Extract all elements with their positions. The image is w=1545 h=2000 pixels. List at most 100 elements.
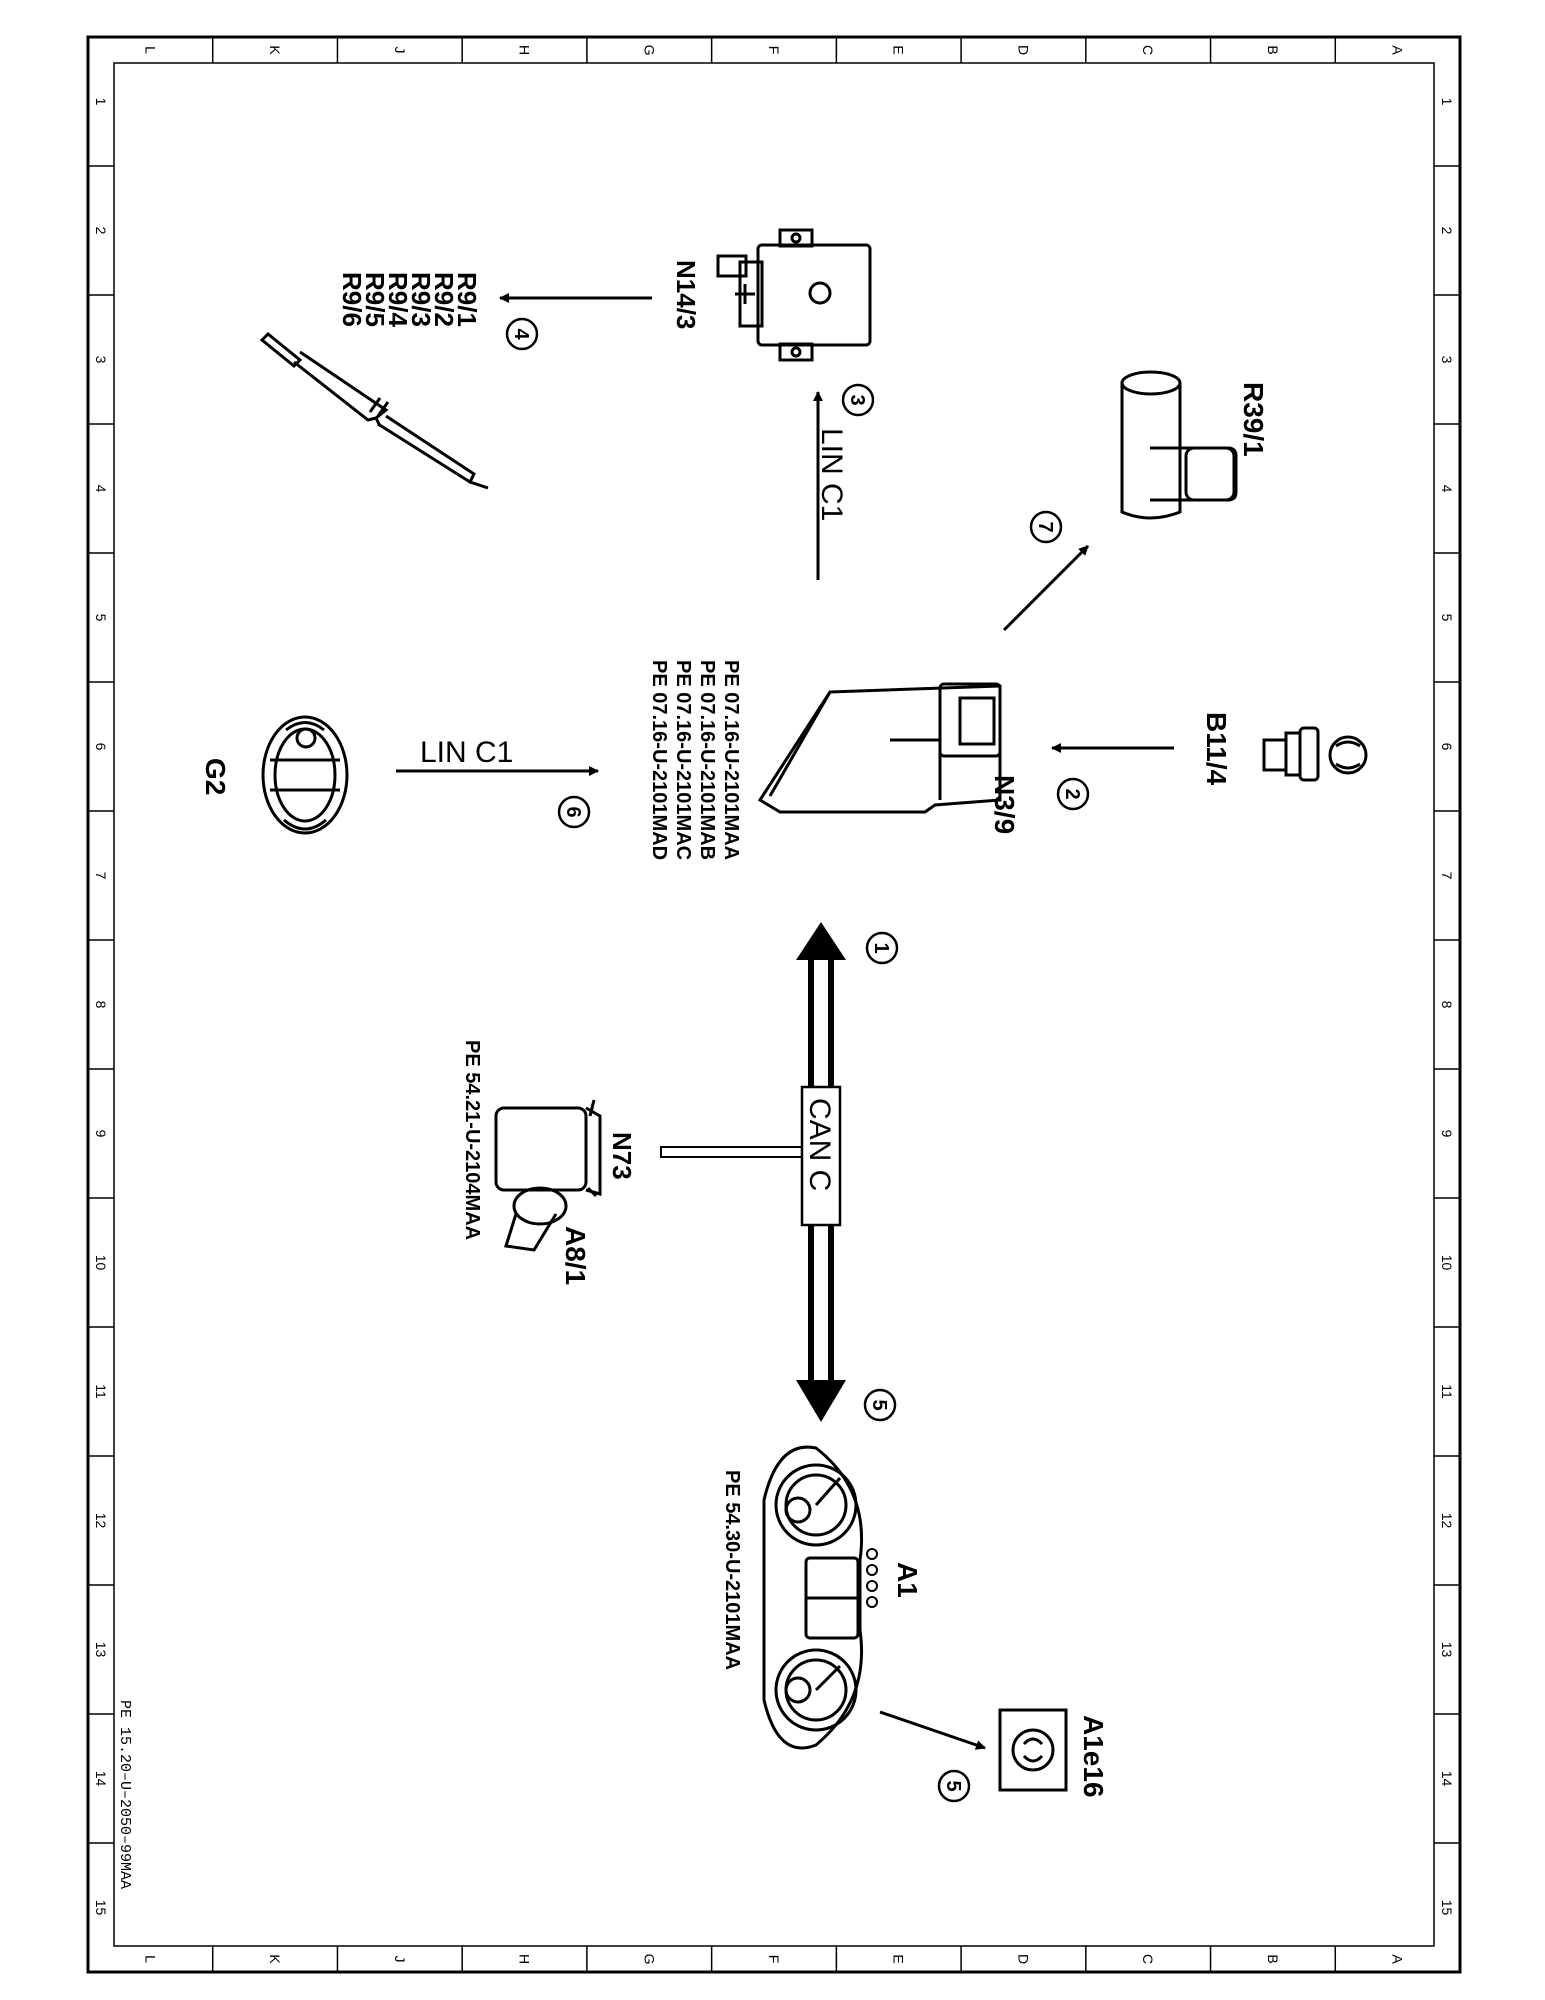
column-label: K bbox=[267, 45, 283, 55]
n3-9-label: N3/9 bbox=[989, 775, 1020, 834]
row-label: 2 bbox=[1439, 227, 1455, 235]
column-label: H bbox=[517, 1954, 533, 1964]
n14-3-component bbox=[716, 228, 872, 362]
can-c-bus bbox=[660, 922, 846, 1422]
r39-1-component bbox=[1120, 370, 1238, 520]
row-label: 7 bbox=[93, 872, 109, 880]
row-label: 6 bbox=[93, 743, 109, 751]
a8-1-label: A8/1 bbox=[560, 1226, 591, 1285]
column-label: C bbox=[1140, 1954, 1156, 1964]
b11-4-label: B11/4 bbox=[1201, 712, 1232, 786]
row-label: 12 bbox=[93, 1513, 109, 1529]
marker-3-text: 3 bbox=[846, 394, 868, 405]
row-label: 3 bbox=[1439, 356, 1455, 364]
marker-6: 6 bbox=[557, 795, 591, 829]
column-label: C bbox=[1140, 45, 1156, 55]
grid-ticks bbox=[88, 37, 1460, 1972]
glow-plug-label: R9/6 bbox=[337, 272, 367, 327]
g2-label: G2 bbox=[200, 758, 231, 795]
column-label: F bbox=[766, 46, 782, 55]
pe-reference: PE 07.16-U-2101MAD bbox=[648, 660, 670, 860]
a1-label: A1 bbox=[892, 1562, 923, 1598]
marker-1: 1 bbox=[865, 931, 899, 965]
drawing-frame bbox=[86, 35, 1462, 1974]
pe-reference: PE 07.16-U-2101MAB bbox=[696, 660, 718, 860]
arrow-a1-to-a1e16 bbox=[879, 1710, 986, 1750]
column-label: K bbox=[267, 1954, 283, 1964]
row-label: 8 bbox=[1439, 1001, 1455, 1009]
row-label: 4 bbox=[93, 485, 109, 493]
row-label: 14 bbox=[1439, 1771, 1455, 1787]
column-label: D bbox=[1015, 1954, 1031, 1964]
document-id: PE 15.20–U–2050–99MAA bbox=[116, 1700, 133, 1889]
pe-reference-a8-1: PE 54.21-U-2104MAA bbox=[461, 1040, 483, 1240]
row-label: 8 bbox=[93, 1001, 109, 1009]
row-label: 15 bbox=[1439, 1900, 1455, 1916]
glow-plug-label: R9/3 bbox=[406, 272, 436, 327]
column-label: L bbox=[142, 1955, 158, 1963]
row-label: 9 bbox=[93, 1130, 109, 1138]
row-label: 1 bbox=[1439, 98, 1455, 106]
marker-2-text: 2 bbox=[1061, 788, 1083, 799]
glow-plug-label: R9/5 bbox=[360, 272, 390, 327]
a8-1-component bbox=[494, 1099, 602, 1252]
marker-4: 4 bbox=[505, 317, 539, 351]
can-bus-arrowhead-down bbox=[796, 1380, 846, 1422]
column-label: B bbox=[1265, 45, 1281, 54]
column-label: H bbox=[517, 45, 533, 55]
r39-1-label: R39/1 bbox=[1238, 382, 1269, 457]
row-label: 9 bbox=[1439, 1130, 1455, 1138]
row-label: 2 bbox=[93, 227, 109, 235]
row-label: 5 bbox=[93, 614, 109, 622]
column-label: G bbox=[641, 45, 657, 56]
marker-5-lower: 5 bbox=[937, 1769, 971, 1803]
column-label: B bbox=[1265, 1954, 1281, 1963]
lin-c1-bus-label-left: LIN C1 bbox=[420, 736, 513, 769]
column-label: A bbox=[1390, 45, 1406, 55]
row-label: 4 bbox=[1439, 485, 1455, 493]
lin-c1-bus-label-top: LIN C1 bbox=[815, 428, 848, 521]
n14-3-label: N14/3 bbox=[671, 260, 701, 329]
marker-1-text: 1 bbox=[870, 942, 892, 953]
n73-label: N73 bbox=[607, 1132, 637, 1180]
n3-9-component bbox=[757, 682, 1002, 814]
row-label: 7 bbox=[1439, 872, 1455, 880]
column-label: D bbox=[1015, 45, 1031, 55]
a1e16-label: A1e16 bbox=[1078, 1715, 1109, 1798]
marker-7-text: 7 bbox=[1034, 521, 1056, 532]
column-label: E bbox=[891, 45, 907, 54]
pe-reference: PE 07.16-U-2101MAA bbox=[720, 660, 742, 860]
glow-plug-labels: R9/1 R9/2 R9/3 R9/4 R9/5 R9/6 bbox=[337, 272, 482, 327]
can-c-bus-label: CAN C bbox=[803, 1098, 836, 1191]
n3-9-references: PE 07.16-U-2101MAA PE 07.16-U-2101MAB PE… bbox=[648, 660, 742, 860]
a1e16-component bbox=[998, 1708, 1068, 1792]
a1-indicator-lights bbox=[866, 1548, 878, 1608]
pe-reference: PE 07.16-U-2101MAC bbox=[672, 660, 694, 860]
marker-7: 7 bbox=[1029, 510, 1063, 544]
column-label: G bbox=[641, 1954, 657, 1965]
glow-plug-label: R9/2 bbox=[429, 272, 459, 327]
arrow-n3-9-to-r39-1 bbox=[1002, 544, 1090, 632]
row-label: 13 bbox=[93, 1642, 109, 1658]
column-label: L bbox=[142, 46, 158, 54]
column-label: F bbox=[766, 1955, 782, 1964]
marker-3: 3 bbox=[841, 383, 875, 417]
marker-5-upper: 5 bbox=[863, 1388, 897, 1422]
b11-4-component bbox=[1262, 726, 1368, 782]
row-label: 3 bbox=[93, 356, 109, 364]
row-label: 13 bbox=[1439, 1642, 1455, 1658]
a1-component bbox=[762, 1445, 864, 1750]
row-label: 6 bbox=[1439, 743, 1455, 751]
row-label: 12 bbox=[1439, 1513, 1455, 1529]
row-label: 1 bbox=[93, 98, 109, 106]
can-bus-arrowhead-up bbox=[796, 922, 846, 960]
column-label: E bbox=[891, 1954, 907, 1963]
column-label: J bbox=[392, 47, 408, 54]
pe-reference-a1: PE 54.30-U-2101MAA bbox=[721, 1470, 743, 1670]
row-label: 15 bbox=[93, 1900, 109, 1916]
row-label: 10 bbox=[93, 1255, 109, 1271]
